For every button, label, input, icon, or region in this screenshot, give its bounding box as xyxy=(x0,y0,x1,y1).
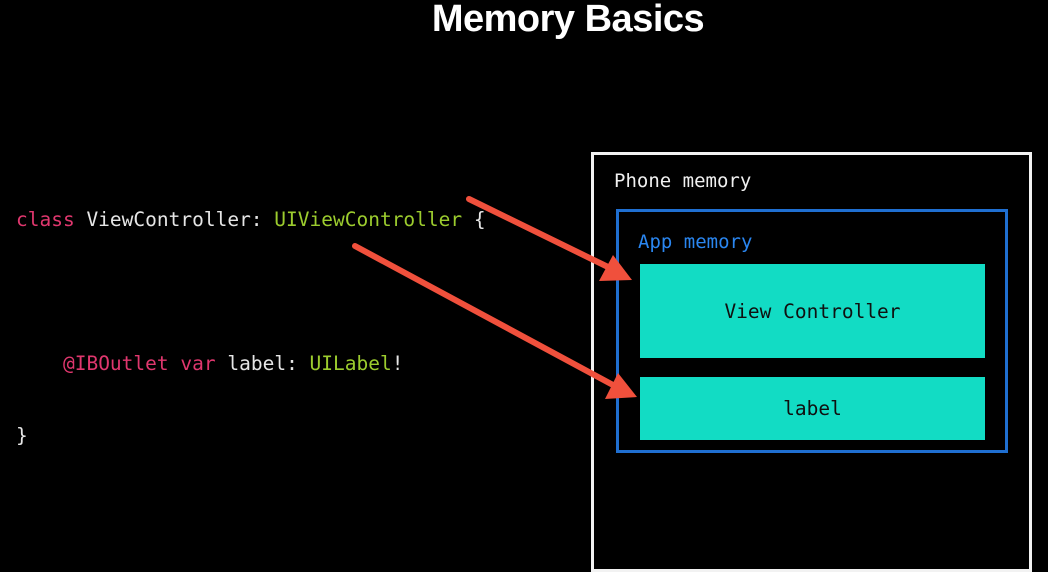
code-property-name: label: xyxy=(215,352,310,375)
code-snippet: class ViewController: UIViewController {… xyxy=(16,160,486,472)
code-keyword-var: var xyxy=(180,352,216,375)
code-class-name: ViewController: xyxy=(74,208,275,231)
code-superclass: UIViewController xyxy=(274,208,463,231)
code-line-close: } xyxy=(16,424,486,448)
view-controller-block-label: View Controller xyxy=(724,299,901,323)
code-unwrap-bang: ! xyxy=(391,352,404,375)
app-memory-label: App memory xyxy=(638,231,753,253)
view-controller-block: View Controller xyxy=(640,264,985,358)
label-object-block-label: label xyxy=(783,397,842,420)
arrow-label-to-block xyxy=(352,243,637,399)
code-line-outlet: @IBOutlet var label: UILabel! xyxy=(16,352,486,376)
arrow-shaft xyxy=(352,243,616,388)
code-open-brace: { xyxy=(462,208,486,231)
arrow-head xyxy=(599,255,632,281)
label-object-block: label xyxy=(640,377,985,440)
app-memory-box xyxy=(616,209,1008,453)
code-line-class-declaration: class ViewController: UIViewController { xyxy=(16,208,486,232)
code-attribute-iboutlet: @IBOutlet xyxy=(62,352,169,375)
code-close-brace: } xyxy=(16,424,28,447)
code-property-type: UILabel xyxy=(309,352,392,375)
slide-title: Memory Basics xyxy=(431,0,705,40)
phone-memory-label: Phone memory xyxy=(614,170,752,192)
arrows-layer xyxy=(352,196,637,399)
code-keyword-class: class xyxy=(16,208,75,231)
arrow-shaft xyxy=(466,196,611,270)
arrow-viewcontroller-to-block xyxy=(466,196,632,281)
arrow-head xyxy=(605,373,637,399)
